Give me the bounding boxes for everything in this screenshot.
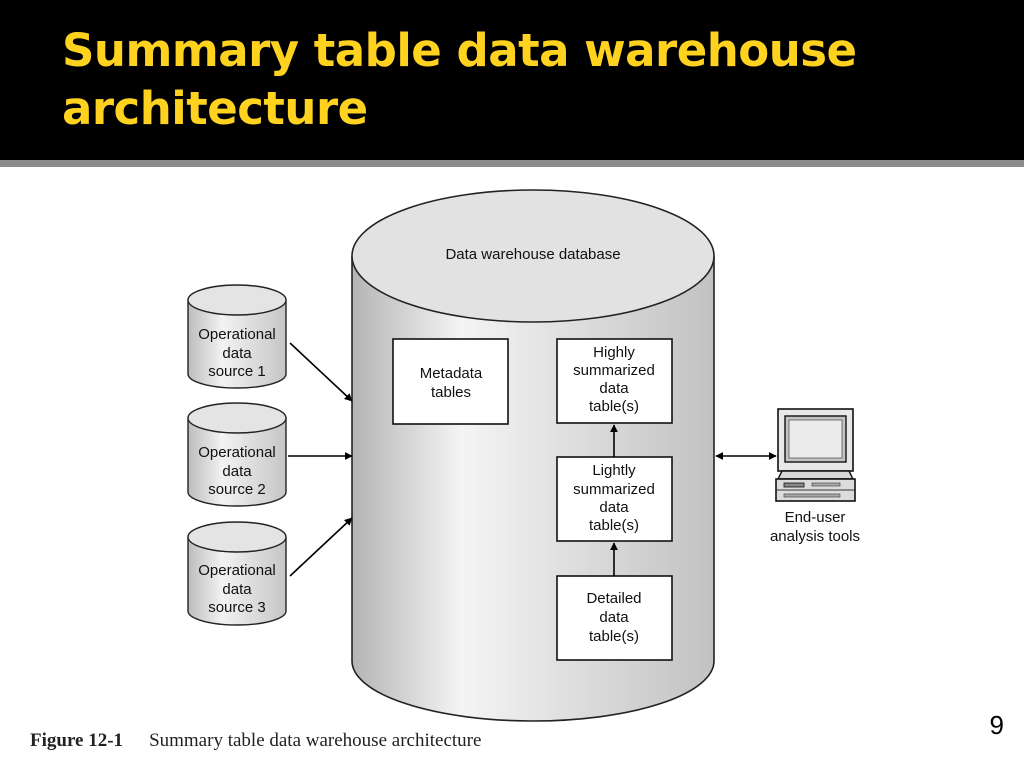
figure-caption-text: Summary table data warehouse architectur…	[149, 730, 482, 751]
svg-text:Detailed: Detailed	[586, 590, 641, 607]
svg-text:data: data	[599, 499, 629, 516]
source-cylinder-3: Operational data source 3	[187, 521, 287, 626]
svg-text:data: data	[599, 380, 629, 397]
computer-icon	[775, 408, 856, 502]
svg-text:Highly: Highly	[593, 344, 635, 361]
highly-summarized-box: Highly summarized data table(s)	[556, 338, 673, 424]
lightly-summarized-box: Lightly summarized data table(s)	[556, 456, 673, 542]
source-cylinder-2: Operational data source 2	[187, 402, 287, 507]
svg-text:table(s): table(s)	[589, 517, 639, 534]
svg-text:table(s): table(s)	[589, 398, 639, 415]
arrow-source-1	[289, 342, 353, 402]
svg-text:data: data	[222, 345, 252, 362]
svg-text:summarized: summarized	[573, 481, 655, 498]
svg-text:data: data	[222, 581, 252, 598]
svg-text:tables: tables	[431, 384, 471, 401]
metadata-tables-box: Metadata tables	[392, 338, 509, 425]
svg-text:Operational: Operational	[198, 326, 276, 343]
svg-text:Metadata: Metadata	[420, 365, 483, 382]
figure-number: Figure 12-1	[30, 730, 124, 751]
svg-text:source 2: source 2	[208, 481, 266, 498]
svg-text:source 3: source 3	[208, 599, 266, 616]
svg-text:Lightly: Lightly	[592, 462, 636, 479]
title-bar	[0, 0, 1024, 160]
source-cylinder-1: Operational data source 1	[187, 284, 287, 389]
end-user-label-line2: analysis tools	[770, 528, 860, 545]
figure-caption: Figure 12-1 Summary table data warehouse …	[30, 730, 481, 752]
svg-text:Operational: Operational	[198, 562, 276, 579]
svg-text:source 1: source 1	[208, 363, 266, 380]
title-divider	[0, 160, 1024, 167]
svg-text:summarized: summarized	[573, 362, 655, 379]
end-user-label: End-user	[785, 509, 846, 526]
slide-title: Summary table data warehouse architectur…	[62, 24, 857, 135]
detailed-data-box: Detailed data table(s)	[556, 575, 673, 661]
arrow-source-3	[289, 517, 353, 577]
svg-text:Operational: Operational	[198, 444, 276, 461]
svg-text:data: data	[222, 463, 252, 480]
svg-text:table(s): table(s)	[589, 628, 639, 645]
svg-text:data: data	[599, 609, 629, 626]
warehouse-label: Data warehouse database	[445, 246, 620, 263]
page-number: 9	[989, 710, 1004, 740]
